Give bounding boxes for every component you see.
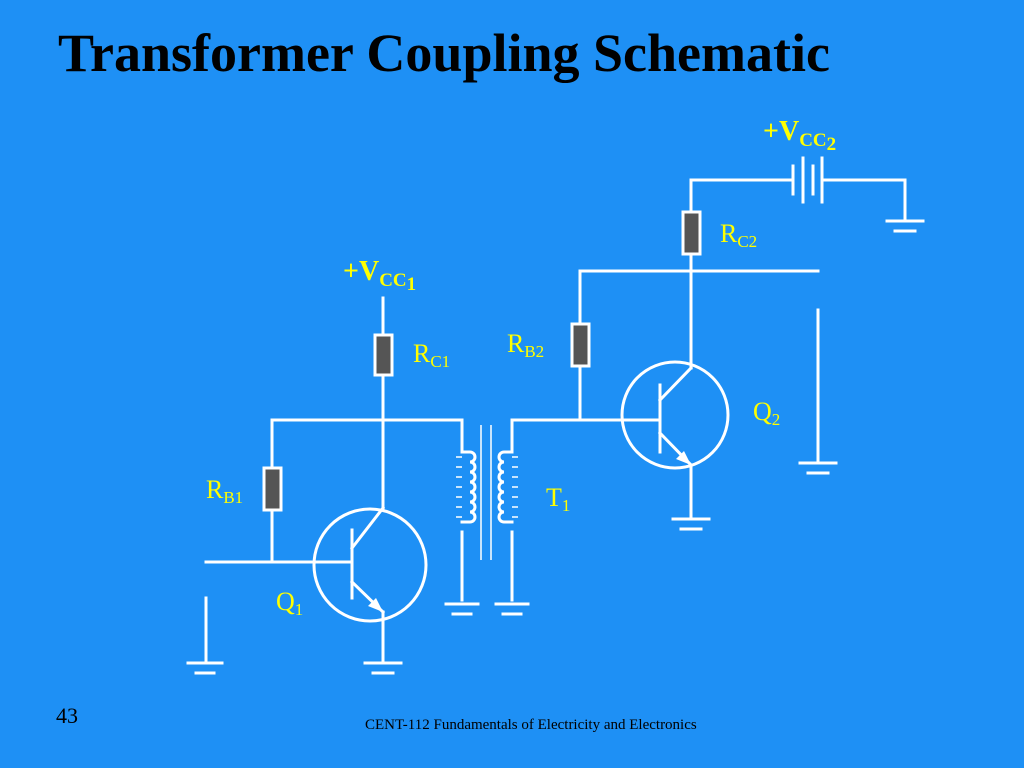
q2-transistor — [620, 360, 730, 518]
ground-t1-primary-icon — [444, 602, 480, 616]
t1-label: T1 — [546, 483, 570, 515]
slide-title: Transformer Coupling Schematic — [58, 23, 830, 83]
rc1-label: RC1 — [413, 339, 450, 371]
q1-label: Q1 — [276, 587, 303, 619]
ground-q2-icon — [671, 517, 711, 531]
ground-vcc2-icon — [885, 219, 925, 233]
ground-q1-icon — [363, 661, 403, 675]
rc2-resistor — [681, 210, 702, 256]
q1-transistor — [312, 505, 428, 662]
rc1-resistor — [373, 333, 394, 377]
ground-t1-secondary-icon — [494, 602, 530, 616]
rb1-resistor — [262, 466, 283, 512]
rb2-resistor — [570, 322, 591, 368]
slide-number: 43 — [56, 703, 78, 728]
slide-footer: CENT-112 Fundamentals of Electricity and… — [365, 717, 697, 733]
rc2-label: RC2 — [720, 219, 757, 251]
ground-input-icon — [186, 661, 224, 675]
rb2-label: RB2 — [507, 329, 544, 361]
rb1-label: RB1 — [206, 475, 243, 507]
vcc2-label: +VCC2 — [763, 116, 836, 155]
t1-transformer — [456, 418, 518, 602]
vcc1-label: +VCC1 — [343, 256, 416, 295]
ground-output-icon — [798, 461, 838, 475]
vcc2-battery-icon — [791, 156, 824, 204]
q2-label: Q2 — [753, 397, 780, 429]
